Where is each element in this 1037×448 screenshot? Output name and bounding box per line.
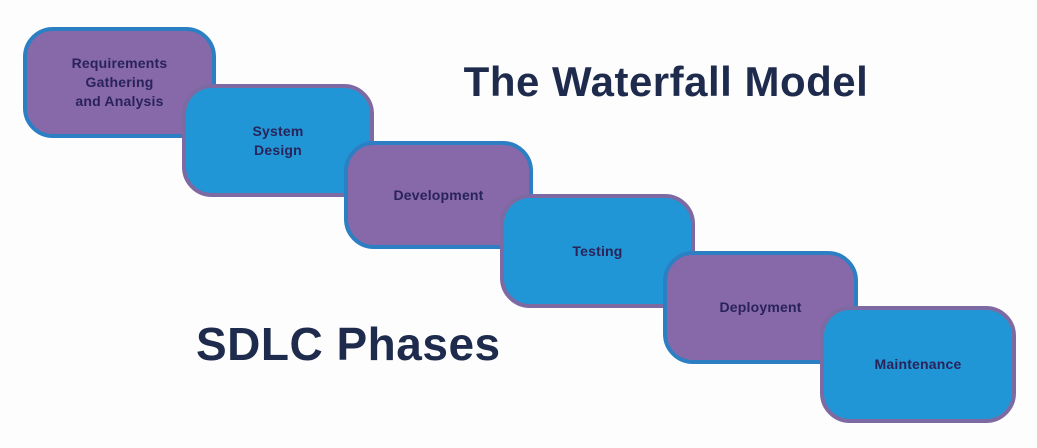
phase-label-maintenance: Maintenance (874, 356, 962, 373)
diagram-subtitle: SDLC Phases (196, 318, 501, 370)
phase-label-deployment: Deployment (719, 299, 802, 316)
phase-label-system-design: System Design (252, 122, 304, 158)
phase-box-requirements: Requirements Gathering and Analysis (23, 27, 216, 138)
page-title: The Waterfall Model (463, 58, 869, 105)
phase-box-system-design: System Design (182, 84, 374, 197)
phase-box-testing: Testing (500, 194, 695, 308)
phase-label-requirements: Requirements Gathering and Analysis (71, 55, 168, 109)
phase-label-testing: Testing (572, 242, 623, 259)
phase-label-development: Development (393, 186, 484, 203)
phase-box-maintenance: Maintenance (820, 306, 1016, 423)
